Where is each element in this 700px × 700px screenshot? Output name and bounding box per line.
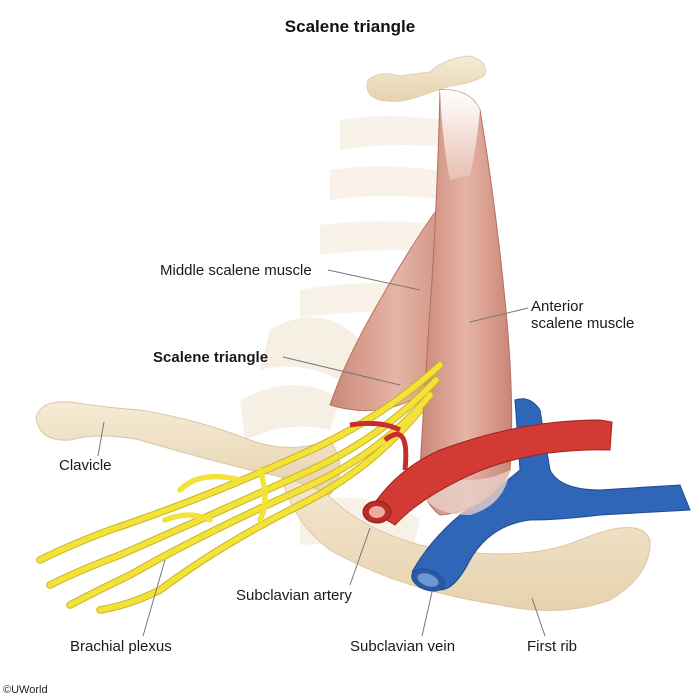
label-subclavian-vein: Subclavian vein — [350, 638, 456, 655]
diagram-title: Scalene triangle — [284, 17, 416, 36]
copyright-notice: ©UWorld — [3, 684, 48, 696]
anterior-scalene-tendon — [440, 89, 480, 180]
leader-middle-scalene — [327, 269, 421, 291]
vertebra-transverse-process — [366, 55, 486, 102]
label-brachial-plexus: Brachial plexus — [70, 638, 172, 655]
label-anterior-scalene-line2: scalene muscle — [531, 315, 635, 332]
leader-scalene-triangle — [282, 356, 401, 386]
leader-subclavian-vein — [421, 591, 433, 637]
label-middle-scalene-muscle: Middle scalene muscle — [160, 262, 312, 279]
label-subclavian-artery: Subclavian artery — [236, 587, 352, 604]
leader-clavicle — [97, 421, 105, 457]
subclavian-vein — [411, 398, 691, 592]
label-anterior-scalene-line1: Anterior — [531, 298, 584, 315]
label-clavicle: Clavicle — [59, 457, 112, 474]
leader-subclavian-artery — [349, 527, 371, 586]
leader-anterior-scalene — [469, 307, 529, 323]
first-rib — [279, 454, 651, 611]
leader-lines — [97, 269, 546, 637]
label-scalene-triangle: Scalene triangle — [153, 349, 269, 366]
label-first-rib: First rib — [527, 638, 577, 655]
leader-first-rib — [531, 597, 546, 637]
subclavian-artery — [349, 419, 613, 526]
brachial-plexus — [36, 361, 444, 614]
leader-brachial-plexus — [142, 559, 166, 637]
